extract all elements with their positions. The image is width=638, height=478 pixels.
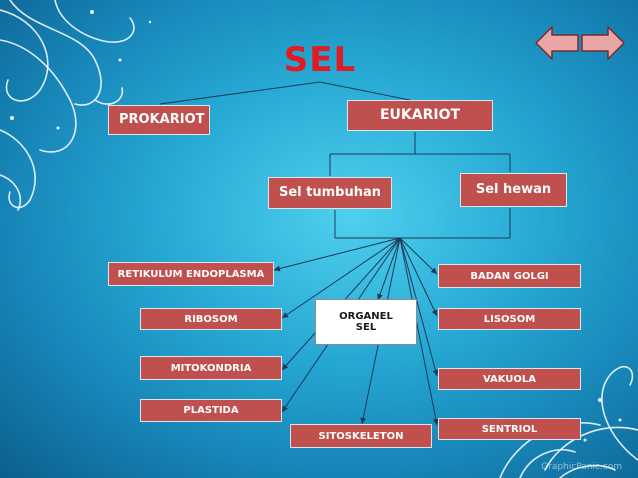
right-arrow-icon	[581, 26, 625, 60]
organel-label-line2: SEL	[355, 322, 377, 333]
organel-label-line1: ORGANEL	[339, 311, 393, 322]
node-ribosom: RIBOSOM	[140, 308, 282, 330]
node-sel-tumbuhan: Sel tumbuhan	[268, 177, 392, 209]
watermark: GraphicPanic.com	[541, 462, 622, 472]
node-eukariot: EUKARIOT	[347, 100, 493, 131]
node-retikulum-endoplasma: RETIKULUM ENDOPLASMA	[108, 262, 274, 286]
node-plastida: PLASTIDA	[140, 399, 282, 422]
diagram-title: SEL	[283, 40, 357, 80]
node-sentriol: SENTRIOL	[438, 418, 581, 440]
node-organel-sel: ORGANEL SEL	[315, 299, 417, 345]
prev-slide-button[interactable]	[534, 24, 580, 62]
node-sel-hewan: Sel hewan	[460, 173, 567, 207]
left-arrow-icon	[535, 26, 579, 60]
node-vakuola: VAKUOLA	[438, 368, 581, 390]
next-slide-button[interactable]	[580, 24, 626, 62]
node-sitoskeleton: SITOSKELETON	[290, 424, 432, 448]
node-mitokondria: MITOKONDRIA	[140, 356, 282, 380]
node-lisosom: LISOSOM	[438, 308, 581, 330]
node-badan-golgi: BADAN GOLGI	[438, 264, 581, 288]
node-prokariot: PROKARIOT	[108, 105, 210, 135]
